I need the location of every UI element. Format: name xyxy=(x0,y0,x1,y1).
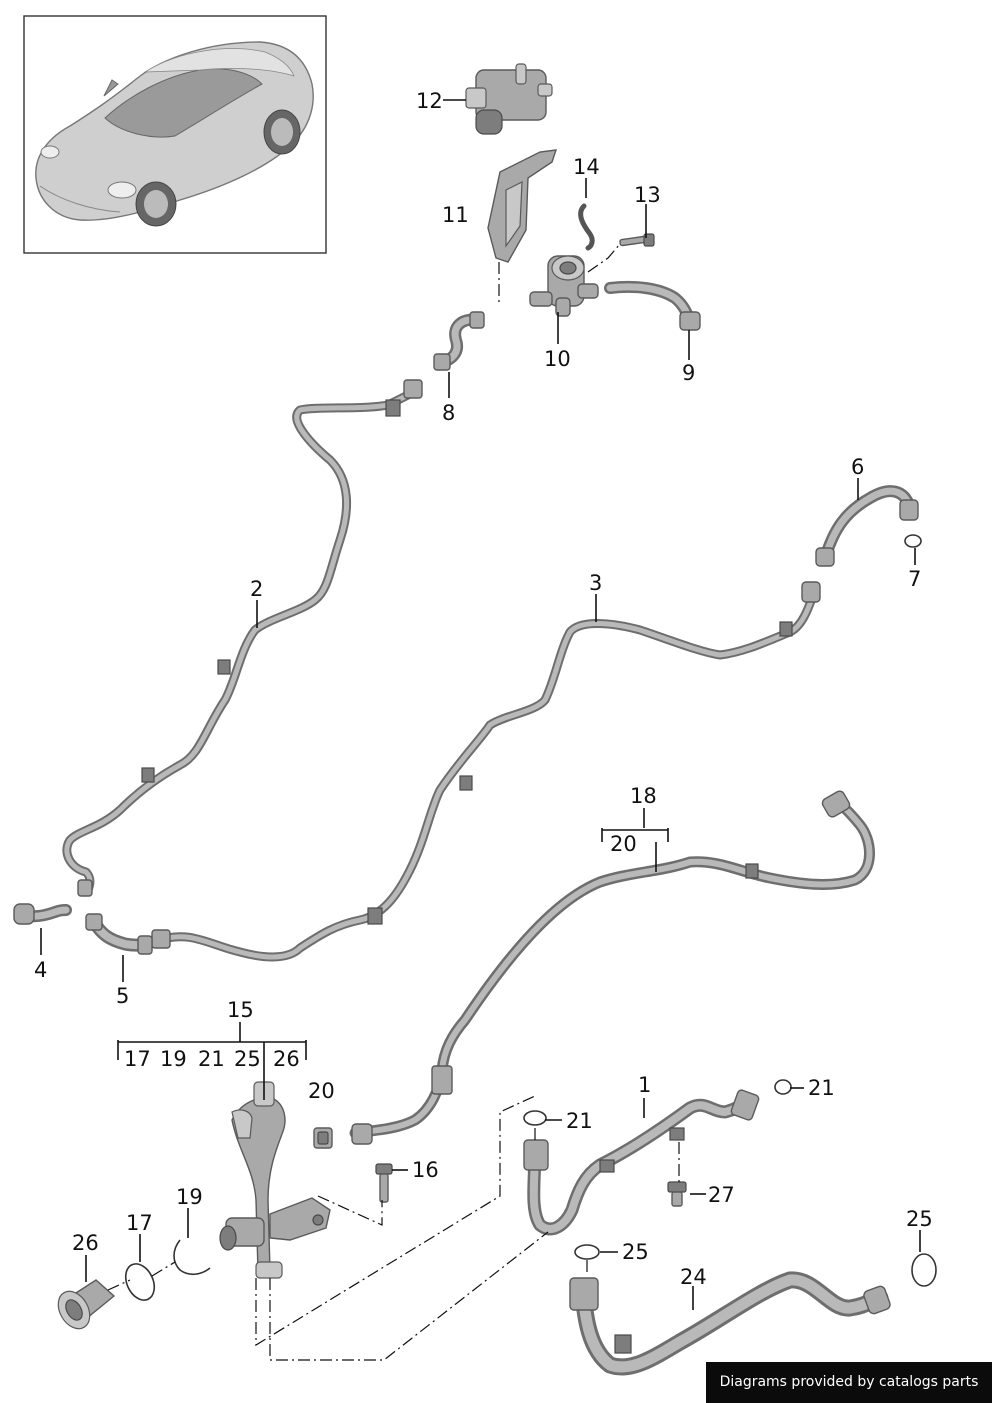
callout-21-right: 21 xyxy=(808,1076,835,1100)
callout-14: 14 xyxy=(573,155,600,179)
callout-26-group: 26 xyxy=(273,1047,300,1071)
callout-6: 6 xyxy=(851,455,864,479)
electric-valve-12 xyxy=(465,63,553,135)
hose-3-outline xyxy=(155,585,820,962)
coolant-housing-15 xyxy=(219,1081,331,1279)
clamp-14 xyxy=(578,203,595,251)
callout-11: 11 xyxy=(442,203,469,227)
bolt-16 xyxy=(375,1163,393,1203)
callout-15: 15 xyxy=(227,998,254,1022)
hose-ends xyxy=(13,311,919,1315)
plug-26 xyxy=(57,1279,116,1330)
callout-4: 4 xyxy=(34,958,47,982)
hose-3-fill xyxy=(157,587,818,960)
callout-1: 1 xyxy=(638,1073,651,1097)
callout-24: 24 xyxy=(680,1265,707,1289)
callout-12: 12 xyxy=(416,89,443,113)
callout-17: 17 xyxy=(126,1211,153,1235)
o-ring-25-lower xyxy=(574,1244,600,1260)
callout-20: 20 xyxy=(308,1079,335,1103)
clip-19 xyxy=(173,1239,211,1276)
o-ring-17 xyxy=(124,1263,156,1301)
o-ring-7 xyxy=(904,534,922,548)
callout-2: 2 xyxy=(250,577,263,601)
callout-9: 9 xyxy=(682,361,695,385)
o-ring-21-upper xyxy=(523,1110,547,1126)
callout-20-group18: 20 xyxy=(610,832,637,856)
hose-6-fill xyxy=(822,487,914,559)
car-illustration xyxy=(35,41,314,227)
thermostat-valve-10 xyxy=(529,255,599,317)
hoses xyxy=(16,280,916,1376)
bolt-27 xyxy=(667,1181,687,1207)
callout-16: 16 xyxy=(412,1158,439,1182)
callout-26: 26 xyxy=(72,1231,99,1255)
bracket-11 xyxy=(487,149,558,263)
callout-17-group: 17 xyxy=(124,1047,151,1071)
callout-19-group: 19 xyxy=(160,1047,187,1071)
callout-25-group: 25 xyxy=(234,1047,261,1071)
holder-20 xyxy=(313,1127,333,1149)
callout-19: 19 xyxy=(176,1185,203,1209)
callout-10: 10 xyxy=(544,347,571,371)
o-ring-21-right xyxy=(774,1079,792,1095)
hose-clips xyxy=(141,399,793,1354)
callout-21-upper: 21 xyxy=(566,1109,593,1133)
callout-3: 3 xyxy=(589,571,602,595)
callout-27: 27 xyxy=(708,1183,735,1207)
vehicle-thumbnail xyxy=(23,15,327,254)
callout-21-group: 21 xyxy=(198,1047,225,1071)
hose-2-outline xyxy=(62,388,417,895)
callout-25-right: 25 xyxy=(906,1207,933,1231)
o-ring-25-right xyxy=(911,1253,937,1287)
hose-2-fill xyxy=(64,390,415,893)
callout-8: 8 xyxy=(442,401,455,425)
credit-banner: Diagrams provided by catalogs parts xyxy=(706,1362,992,1403)
seals xyxy=(124,534,937,1301)
hose-24-outline xyxy=(574,1271,889,1376)
callout-25-lower: 25 xyxy=(622,1240,649,1264)
hose-24-fill xyxy=(577,1274,886,1373)
bolt-13 xyxy=(619,233,655,247)
callout-5: 5 xyxy=(116,984,129,1008)
callout-labels: 12 11 14 13 10 9 8 6 7 2 3 4 5 18 20 15 … xyxy=(34,89,933,1289)
assembly-lines xyxy=(107,243,680,1361)
leader-lines xyxy=(40,99,921,1310)
callout-13: 13 xyxy=(634,183,661,207)
callout-7: 7 xyxy=(908,567,921,591)
callout-18: 18 xyxy=(630,784,657,808)
